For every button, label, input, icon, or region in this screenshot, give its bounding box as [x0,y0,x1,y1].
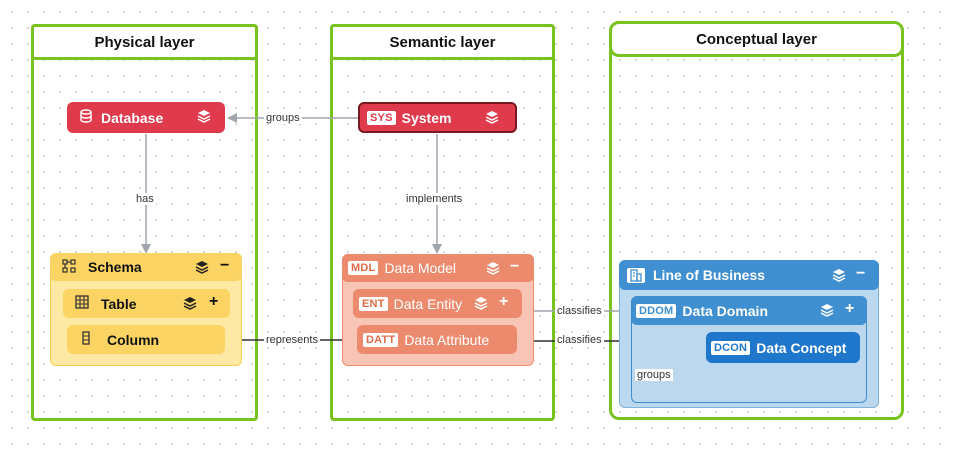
expand-button[interactable]: + [499,293,509,310]
data-model-node[interactable]: MDL Data Model − [342,254,534,282]
schema-node[interactable]: Schema − [50,253,242,281]
collapse-button[interactable]: − [510,258,520,275]
table-icon [75,295,89,312]
semantic-layer-title: Semantic layer [330,24,555,60]
data-concept-tag: DCON [711,340,751,355]
data-domain-label: Data Domain [682,302,768,319]
conceptual-layer-title: Conceptual layer [609,21,904,57]
database-icon [79,109,93,126]
table-node[interactable]: Table + [63,289,230,318]
data-entity-label: Data Entity [393,295,463,312]
schema-icon [62,258,76,276]
column-node[interactable]: Column [67,325,225,354]
data-model-tag: MDL [348,261,379,275]
edge-label-groups: groups [264,112,302,124]
layers-icon[interactable] [486,261,500,278]
data-attribute-tag: DATT [363,332,399,347]
layers-icon[interactable] [195,260,209,277]
layers-icon[interactable] [832,268,846,285]
layers-icon[interactable] [485,110,499,127]
data-entity-node[interactable]: ENT Data Entity + [353,289,522,318]
layers-icon[interactable] [474,296,488,313]
edge-label-groups-self: groups [635,369,673,381]
data-domain-tag: DDOM [636,303,677,318]
data-concept-node[interactable]: DCON Data Concept [706,332,860,363]
system-node[interactable]: SYS System [358,102,517,133]
layers-icon[interactable] [183,296,197,313]
edge-label-implements: implements [404,193,465,205]
edge-label-represents: represents [264,334,320,346]
layers-icon[interactable] [197,109,211,126]
collapse-button[interactable]: − [220,257,230,274]
table-label: Table [101,295,137,312]
data-domain-node[interactable]: DDOM Data Domain + [631,296,867,325]
line-of-business-label: Line of Business [653,267,766,283]
data-entity-tag: ENT [359,296,388,311]
collapse-button[interactable]: − [856,265,866,282]
data-concept-label: Data Concept [756,339,847,356]
column-icon [81,331,91,348]
edge-label-classifies-2: classifies [555,334,604,346]
column-label: Column [107,331,160,348]
building-icon [627,267,645,283]
data-attribute-label: Data Attribute [404,331,490,348]
database-label: Database [101,109,164,126]
edge-label-has: has [134,193,156,205]
data-model-label: Data Model [384,260,457,276]
schema-label: Schema [88,259,142,275]
edge-label-classifies-1: classifies [555,305,604,317]
layers-icon[interactable] [820,303,834,320]
system-tag: SYS [367,110,396,125]
database-node[interactable]: Database [67,102,225,133]
line-of-business-node[interactable]: Line of Business − [619,260,879,290]
expand-button[interactable]: + [209,293,219,310]
expand-button[interactable]: + [845,300,855,317]
system-label: System [401,109,452,126]
physical-layer-title: Physical layer [31,24,258,60]
data-attribute-node[interactable]: DATT Data Attribute [357,325,517,354]
